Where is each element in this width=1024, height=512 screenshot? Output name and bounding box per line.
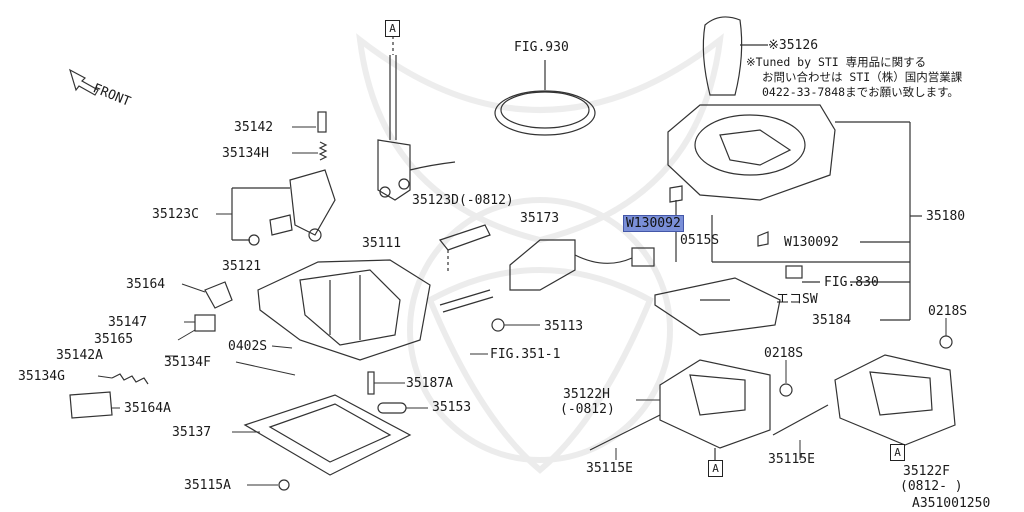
diagram-id: A351001250	[912, 496, 991, 511]
spring-35134G	[111, 373, 149, 385]
label-35134G: 35134G	[18, 369, 65, 384]
label-35147: 35147	[108, 315, 148, 330]
ref-box-a-top: A	[385, 20, 400, 37]
pin-35187A	[367, 371, 375, 395]
label-35180: 35180	[926, 209, 966, 224]
label-35153: 35153	[432, 400, 472, 415]
label-35164: 35164	[126, 277, 166, 292]
shaft-35113	[439, 289, 505, 332]
bracket-35123C	[231, 169, 336, 246]
label-35134F: 35134F	[164, 355, 211, 370]
label-35165: 35165	[94, 332, 134, 347]
cover-35137	[243, 394, 412, 476]
note-line-3: 0422-33-7848までお願い致します。	[762, 85, 959, 99]
label-w130092-highlighted: W130092	[623, 215, 684, 232]
note-line-1: ※Tuned by STI 専用品に関する	[746, 55, 927, 69]
label-35142: 35142	[234, 120, 274, 135]
label-fig351-1: FIG.351-1	[490, 347, 561, 362]
label-35121: 35121	[222, 259, 262, 274]
unit-35122F	[834, 354, 956, 458]
label-fig830: FIG.830	[824, 275, 879, 290]
leader-lines	[97, 126, 947, 486]
plate-35123D	[438, 224, 491, 272]
label-35187A: 35187A	[406, 376, 453, 391]
label-35164A: 35164A	[124, 401, 171, 416]
label-35111: 35111	[362, 236, 402, 251]
label-35115A: 35115A	[184, 478, 231, 493]
clip-35164	[204, 281, 233, 309]
label-fig930: FIG.930	[514, 40, 569, 55]
label-0402S: 0402S	[228, 339, 268, 354]
console-panel	[667, 104, 922, 321]
label-35126: ※35126	[768, 38, 819, 53]
rod-35115E-left	[589, 414, 661, 451]
watermark-emblem	[356, 33, 724, 474]
label-35122F: 35122F	[903, 464, 950, 479]
bolt-35115A	[278, 479, 290, 491]
label-35122H: 35122H	[563, 387, 610, 402]
shift-knob	[702, 16, 768, 96]
block-35147	[194, 314, 216, 332]
label-0218S-mid: 0218S	[764, 346, 804, 361]
unit-35122H	[659, 359, 771, 460]
note-line-2: お問い合わせは STI（株）国内営業課	[762, 70, 963, 84]
label-w130092: W130092	[784, 235, 839, 250]
ref-box-a-mid: A	[708, 460, 723, 477]
bush-35153	[377, 402, 407, 414]
cable-35173	[509, 239, 655, 291]
label-35184: 35184	[812, 313, 852, 328]
spring-35134H	[318, 141, 328, 161]
label-35115E-right: 35115E	[768, 452, 815, 467]
label-35173: 35173	[520, 211, 560, 226]
label-35113: 35113	[544, 319, 584, 334]
label-eco-sw: エコSW	[776, 292, 818, 307]
plate-35164A	[69, 391, 113, 419]
label-35122H-note: (-0812)	[560, 402, 615, 417]
nut-0218S-right	[939, 335, 953, 349]
housing-35121	[257, 259, 431, 361]
indicator-plate	[654, 277, 781, 336]
front-arrow-icon	[69, 68, 99, 96]
label-35115E-left: 35115E	[586, 461, 633, 476]
label-35142A: 35142A	[56, 348, 103, 363]
label-0515S: 0515S	[680, 233, 720, 248]
label-35134H: 35134H	[222, 146, 269, 161]
nut-0218S-mid	[779, 383, 793, 397]
shift-lever	[377, 55, 456, 201]
boot-ring	[494, 60, 596, 136]
label-0218S-right: 0218S	[928, 304, 968, 319]
pin-35142	[317, 111, 327, 133]
label-35123D: 35123D(-0812)	[412, 193, 514, 208]
ref-box-a-right: A	[890, 444, 905, 461]
label-35123C: 35123C	[152, 207, 199, 222]
rod-35115E-right	[772, 404, 829, 436]
eco-switch	[785, 265, 820, 283]
label-35137: 35137	[172, 425, 212, 440]
label-35122F-note: (0812- )	[900, 479, 963, 494]
